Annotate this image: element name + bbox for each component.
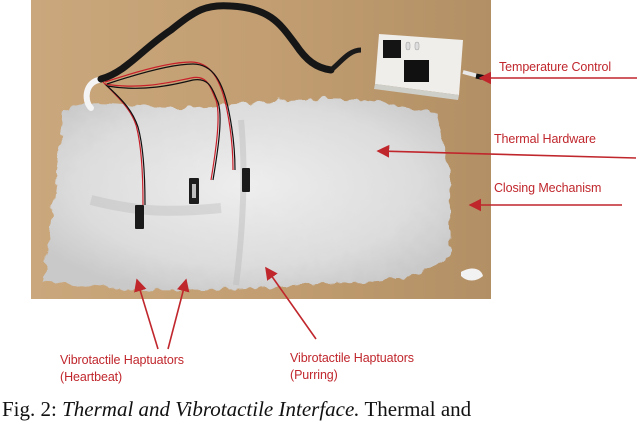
label-closing-mechanism: Closing Mechanism [494, 181, 602, 195]
label-haptuators-purring-line2: (Purring) [290, 368, 338, 382]
caption-prefix: Fig. 2: [2, 397, 57, 421]
fur-pad [43, 98, 451, 291]
label-haptuators-purring: Vibrotactile Haptuators (Purring) [290, 350, 414, 384]
caption-title: Thermal and Vibrotactile Interface. [62, 397, 360, 421]
device-photo [31, 0, 491, 299]
label-temperature-control: Temperature Control [499, 60, 612, 74]
label-haptuators-heartbeat-line2: (Heartbeat) [60, 370, 123, 384]
photo-illustration [31, 0, 491, 299]
arrow-haptuator-heartbeat-1 [134, 278, 159, 350]
label-haptuators-purring-line1: Vibrotactile Haptuators [290, 351, 414, 365]
haptuator-connector-3 [242, 168, 250, 192]
label-thermal-hardware: Thermal Hardware [494, 132, 596, 146]
label-haptuators-heartbeat-line1: Vibrotactile Haptuators [60, 353, 184, 367]
caption-continuation: Thermal and [364, 397, 472, 421]
arrow-haptuator-heartbeat-2 [167, 278, 190, 350]
temperature-control-box [374, 34, 491, 100]
label-haptuators-heartbeat: Vibrotactile Haptuators (Heartbeat) [60, 352, 184, 386]
arrow-thermal-hardware [376, 144, 637, 159]
arrow-haptuator-purring [265, 266, 317, 340]
haptuator-connector-1 [135, 205, 144, 229]
figure-caption: Fig. 2: Thermal and Vibrotactile Interfa… [2, 397, 640, 422]
